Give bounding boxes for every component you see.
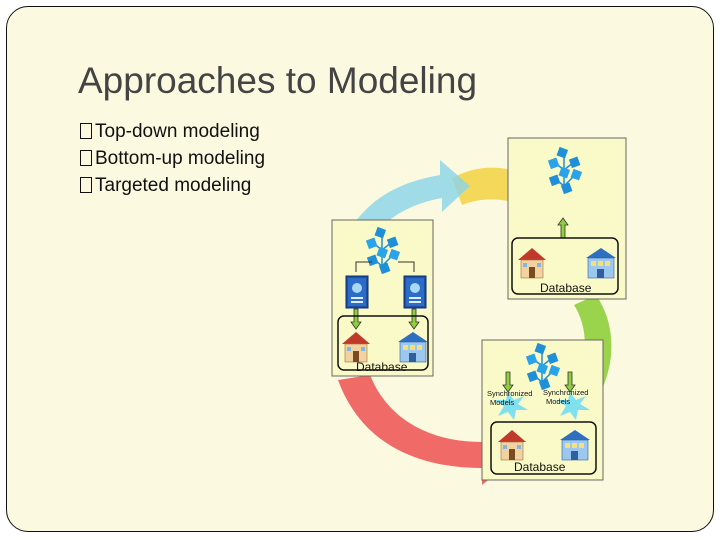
sync-burst-icon: [494, 392, 528, 420]
bullet-marker-icon: [80, 123, 92, 139]
bullet-item: Top-down modeling: [80, 118, 265, 145]
connector-lines: [355, 261, 415, 272]
database-label-top: Database: [540, 281, 592, 295]
sync-burst-icon: [556, 392, 590, 420]
database-group-left: [337, 315, 429, 371]
bullet-item: Targeted modeling: [80, 172, 265, 199]
cycle-arrow-red: [338, 375, 520, 485]
bullet-text: Targeted modeling: [95, 175, 252, 196]
slide-title: Approaches to Modeling: [78, 60, 478, 101]
sync-label-right-line2: Models: [546, 397, 570, 406]
sync-label-left-line2: Models: [490, 398, 514, 407]
sync-label-left-line1: Synchronized: [487, 389, 532, 398]
sync-label-right-line1: Synchronized: [543, 388, 588, 397]
form-document-icon: [345, 275, 369, 309]
bullet-text: Top-down modeling: [95, 121, 260, 142]
database-group-bottom: [490, 421, 597, 475]
bullet-list: Top-down modeling Bottom-up modeling Tar…: [80, 118, 265, 199]
bullet-marker-icon: [80, 150, 92, 166]
form-document-icon: [403, 275, 427, 309]
bullet-text: Bottom-up modeling: [95, 148, 266, 169]
database-label-bottom: Database: [514, 460, 566, 474]
database-group-top: [511, 237, 619, 295]
database-label-left: Database: [356, 360, 408, 374]
bullet-item: Bottom-up modeling: [80, 145, 265, 172]
bullet-marker-icon: [80, 177, 92, 193]
